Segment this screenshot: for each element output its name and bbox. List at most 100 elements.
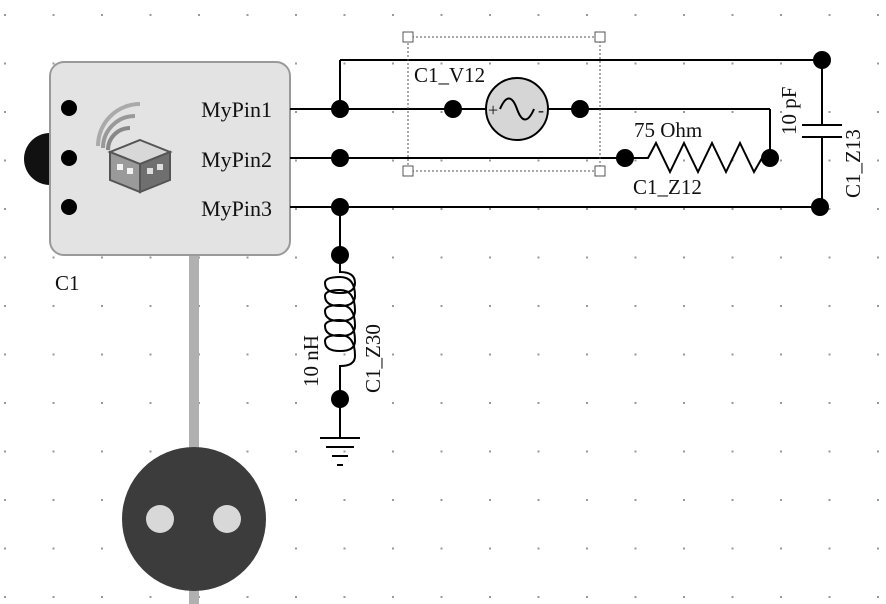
node bbox=[331, 100, 349, 118]
grid-dot bbox=[149, 256, 152, 259]
grid-dot bbox=[586, 305, 588, 307]
node bbox=[444, 100, 462, 118]
selection-handle-br[interactable] bbox=[594, 165, 606, 177]
node bbox=[331, 198, 349, 216]
grid-dot bbox=[683, 547, 685, 550]
pin-dot-1 bbox=[61, 100, 77, 116]
grid-dot bbox=[586, 402, 588, 404]
grid-dot bbox=[101, 305, 103, 307]
grid-dot bbox=[634, 305, 637, 307]
selection-handle-tl[interactable] bbox=[402, 31, 414, 43]
grid-dot bbox=[489, 305, 491, 307]
grid-dot bbox=[489, 547, 491, 550]
grid-dot bbox=[634, 256, 637, 259]
grid-dot bbox=[683, 14, 685, 16]
grid-dot bbox=[586, 159, 588, 162]
voltage-source-c1-v12[interactable] bbox=[402, 31, 606, 177]
grid-dot bbox=[683, 159, 685, 162]
grid-dot bbox=[683, 305, 685, 307]
grid-dot bbox=[731, 499, 734, 501]
grid-dot bbox=[634, 402, 637, 404]
grid-dot bbox=[343, 596, 346, 598]
grid-dot bbox=[52, 256, 55, 259]
selection-handle-bl[interactable] bbox=[402, 165, 414, 177]
grid-dot bbox=[392, 450, 394, 453]
grid-dot bbox=[52, 353, 55, 356]
grid-dot bbox=[537, 499, 540, 501]
grid-dot bbox=[440, 62, 443, 65]
grid-dot bbox=[877, 499, 879, 501]
grid-dot bbox=[149, 353, 152, 356]
grid-dot bbox=[828, 547, 831, 550]
pin-label-3: MyPin3 bbox=[201, 196, 272, 221]
inductor-c1-z30[interactable] bbox=[323, 255, 357, 380]
pin-label-2: MyPin2 bbox=[201, 147, 272, 172]
component-c1[interactable]: MyPin1 MyPin2 MyPin3 bbox=[49, 61, 291, 256]
side-port-icon[interactable] bbox=[24, 133, 50, 185]
grid-dot bbox=[634, 547, 637, 550]
component-name-label: C1 bbox=[55, 271, 80, 295]
grid-dot bbox=[246, 14, 249, 16]
grid-dot bbox=[489, 159, 491, 162]
grid-dot bbox=[101, 256, 103, 259]
resistor-name-label: C1_Z12 bbox=[633, 175, 702, 199]
component-block-icon bbox=[96, 102, 173, 194]
grid-dot bbox=[586, 596, 588, 598]
grid-dot bbox=[586, 499, 588, 501]
grid-dot bbox=[489, 353, 491, 356]
grid-dot bbox=[246, 353, 249, 356]
selection-handle-tr[interactable] bbox=[594, 31, 606, 43]
grid-dot bbox=[4, 353, 6, 356]
grid-dot bbox=[586, 450, 588, 453]
grid-dot bbox=[440, 256, 443, 259]
grid-dot bbox=[489, 596, 491, 598]
grid-dot bbox=[4, 62, 6, 65]
resistor-c1-z12[interactable] bbox=[625, 140, 770, 175]
grid-dot bbox=[295, 547, 297, 550]
grid-dot bbox=[101, 14, 103, 16]
grid-dot bbox=[295, 208, 297, 210]
grid-dot bbox=[586, 208, 588, 210]
grid-dot bbox=[731, 256, 734, 259]
port-hole-right bbox=[213, 505, 241, 533]
port-connector[interactable] bbox=[122, 255, 266, 604]
node bbox=[811, 198, 829, 216]
grid-dot bbox=[440, 208, 443, 210]
grid-dot bbox=[149, 450, 152, 453]
capacitor-c1-z13[interactable] bbox=[802, 124, 842, 138]
grid-dot bbox=[683, 596, 685, 598]
grid-dot bbox=[392, 547, 394, 550]
source-name-label: C1_V12 bbox=[414, 63, 485, 87]
grid-dot bbox=[780, 353, 782, 356]
grid-dot bbox=[343, 547, 346, 550]
grid-dot bbox=[295, 14, 297, 16]
grid-dot bbox=[440, 305, 443, 307]
resistor-value-label: 75 Ohm bbox=[634, 118, 702, 142]
source-plus-label: + bbox=[488, 100, 498, 120]
grid-dot bbox=[877, 353, 879, 356]
junction-nodes bbox=[331, 51, 831, 408]
grid-dot bbox=[683, 450, 685, 453]
source-minus-label: - bbox=[538, 100, 544, 120]
grid-dot bbox=[295, 450, 297, 453]
node bbox=[813, 51, 831, 69]
grid-dot bbox=[634, 353, 637, 356]
grid-dot bbox=[149, 14, 152, 16]
grid-dot bbox=[683, 353, 685, 356]
grid-dot bbox=[537, 450, 540, 453]
grid-dot bbox=[101, 450, 103, 453]
grid-dot bbox=[295, 305, 297, 307]
grid-dot bbox=[877, 62, 879, 65]
grid-dot bbox=[537, 256, 540, 259]
grid-dot bbox=[828, 450, 831, 453]
grid-dot bbox=[392, 62, 394, 65]
grid-dot bbox=[877, 596, 879, 598]
grid-dot bbox=[440, 111, 443, 113]
grid-dot bbox=[731, 547, 734, 550]
grid-dot bbox=[731, 450, 734, 453]
port-connector-icon bbox=[122, 447, 266, 591]
grid-dot bbox=[537, 14, 540, 16]
grid-dot bbox=[537, 305, 540, 307]
grid-dot bbox=[634, 14, 637, 16]
